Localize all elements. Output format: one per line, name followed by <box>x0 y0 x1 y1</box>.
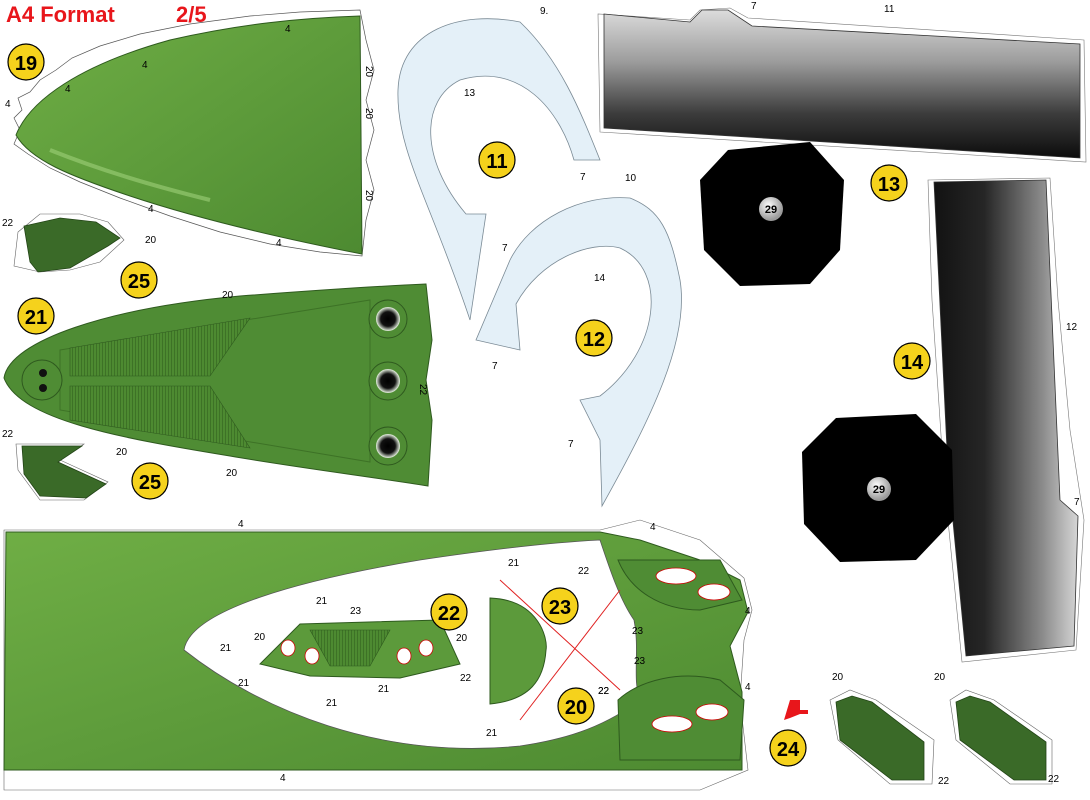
arrow-icon <box>784 700 808 720</box>
part-19 <box>13 9 375 257</box>
glue-tab-label: 20 <box>226 468 238 479</box>
hub-label: 29 <box>765 204 777 216</box>
glue-tab-label: 7 <box>492 361 498 372</box>
glue-tab-label: 21 <box>486 728 498 739</box>
glue-tab-label: 22 <box>598 686 610 697</box>
glue-tab-label: 20 <box>254 632 266 643</box>
part-19-labels: 4 4 4 4 4 4 20 20 20 <box>5 24 374 249</box>
glue-tab-label: 20 <box>363 108 374 120</box>
glue-tab-label: 9. <box>540 6 548 17</box>
svg-text:19: 19 <box>15 53 37 75</box>
glue-tab-label: 7 <box>580 172 586 183</box>
glue-tab-label: 20 <box>456 633 468 644</box>
part-25-lower: 22 20 <box>2 429 128 501</box>
part-4-large <box>3 519 753 791</box>
glue-tab-label: 22 <box>2 218 14 229</box>
part-badge-11: 11 <box>478 141 516 179</box>
glue-tab-label: 21 <box>326 698 338 709</box>
glue-tab-label: 4 <box>5 99 11 110</box>
svg-text:12: 12 <box>583 329 605 351</box>
glue-tab-label: 11 <box>884 4 895 15</box>
glue-tab-label: 21 <box>508 558 520 569</box>
glue-tab-label: 23 <box>350 606 362 617</box>
glue-tab-label: 4 <box>745 682 751 693</box>
part-4-large-labels: 4 4 4 4 22 22 23 23 21 21 21 21 21 21 23… <box>220 519 751 784</box>
glue-tab-label: 22 <box>578 566 590 577</box>
glue-tab-label: 22 <box>938 776 950 787</box>
glue-tab-label: 7 <box>751 1 757 12</box>
glue-tab-label: 14 <box>594 273 606 284</box>
svg-text:22: 22 <box>438 603 460 625</box>
svg-text:25: 25 <box>139 472 161 494</box>
svg-text:14: 14 <box>901 352 924 374</box>
glue-tab-label: 4 <box>142 60 148 71</box>
part-13-bar: 7 11 <box>597 1 1087 163</box>
svg-text:21: 21 <box>25 307 47 329</box>
part-badge-21: 21 <box>17 297 55 335</box>
glue-tab-label: 4 <box>148 204 154 215</box>
glue-tab-label: 13 <box>464 88 476 99</box>
wheel-lower: 29 <box>802 414 954 562</box>
svg-text:13: 13 <box>878 174 900 196</box>
part-badge-25: 25 <box>131 462 169 500</box>
glue-tab-label: 22 <box>460 673 472 684</box>
glue-tab-label: 10 <box>625 173 637 184</box>
svg-text:24: 24 <box>777 739 800 761</box>
part-21: 20 22 20 <box>3 283 433 487</box>
glue-tab-label: 4 <box>745 606 751 617</box>
part-badge-25: 25 <box>120 261 158 299</box>
wheel-upper: 29 <box>700 142 844 286</box>
part-badge-22: 22 <box>430 593 468 631</box>
glue-tab-label: 20 <box>363 66 374 78</box>
part-badge-13: 13 <box>870 164 908 202</box>
part-badge-20: 20 <box>557 687 595 725</box>
glue-tab-label: 4 <box>280 773 286 784</box>
glue-tab-label: 22 <box>417 384 428 396</box>
glue-tab-label: 7 <box>568 439 574 450</box>
part-11 <box>397 18 601 321</box>
glue-tab-label: 21 <box>316 596 328 607</box>
svg-text:25: 25 <box>128 271 150 293</box>
part-badge-19: 19 <box>7 43 45 81</box>
glue-tab-label: 22 <box>1048 774 1060 785</box>
glue-tab-label: 20 <box>222 290 234 301</box>
part-25-upper: 22 20 <box>2 213 157 273</box>
part-badge-23: 23 <box>541 587 579 625</box>
hook-labels: 9. 13 7 7 10 14 7 7 <box>464 6 637 450</box>
svg-text:23: 23 <box>549 597 571 619</box>
glue-tab-label: 20 <box>934 672 946 683</box>
glue-tab-label: 7 <box>1074 497 1080 508</box>
glue-tab-label: 22 <box>2 429 14 440</box>
part-badge-12: 12 <box>575 319 613 357</box>
glue-tab-label: 23 <box>632 626 644 637</box>
glue-tab-label: 20 <box>116 447 128 458</box>
glue-tab-label: 4 <box>276 238 282 249</box>
glue-tab-label: 23 <box>634 656 646 667</box>
glue-tab-label: 12 <box>1066 322 1078 333</box>
svg-text:20: 20 <box>565 697 587 719</box>
part-badge-24: 24 <box>769 729 807 767</box>
glue-tab-label: 20 <box>363 190 374 202</box>
glue-tab-label: 4 <box>65 84 71 95</box>
glue-tab-label: 22 <box>598 686 610 697</box>
glue-tab-label: 21 <box>220 643 232 654</box>
glue-tab-label: 4 <box>650 522 656 533</box>
part-badges: 19 25 21 25 11 12 13 14 <box>7 43 931 767</box>
part-12 <box>475 197 682 508</box>
glue-tab-label: 21 <box>238 678 250 689</box>
glue-tab-label: 21 <box>378 684 390 695</box>
part-badge-14: 14 <box>893 342 931 380</box>
part-14-bar: 12 7 <box>927 177 1085 663</box>
glue-tab-label: 4 <box>285 24 291 35</box>
glue-tab-label: 7 <box>502 243 508 254</box>
glue-tab-label: 4 <box>238 519 244 530</box>
glue-tab-label: 20 <box>145 235 157 246</box>
glue-tab-label: 20 <box>832 672 844 683</box>
part-24: 20 20 22 22 <box>784 672 1060 787</box>
sheet-title: A4 Format <box>6 2 115 27</box>
svg-text:11: 11 <box>486 151 507 173</box>
hub-label: 29 <box>873 484 885 496</box>
